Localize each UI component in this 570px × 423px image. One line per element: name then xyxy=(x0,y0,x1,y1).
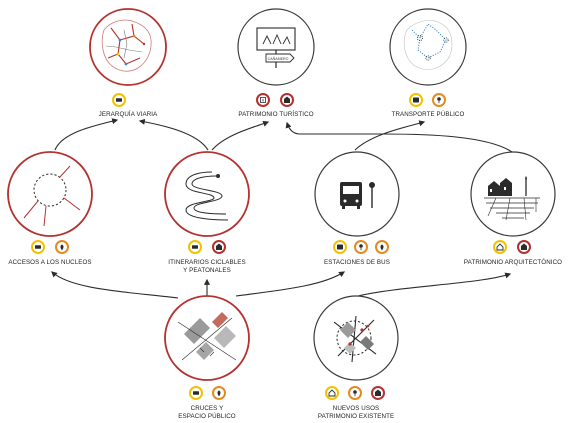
node-patrimonio-turistico: CAÑAMERO xyxy=(237,8,315,86)
label-patrimonio-arquitectonico: PATRIMONIO ARQUITECTÓNICO xyxy=(464,259,562,266)
transit-route-map-icon xyxy=(403,20,453,70)
badge-car-icon xyxy=(188,240,202,254)
badge-home-icon xyxy=(493,240,507,254)
label-itinerarios-line2: Y PEATONALES xyxy=(183,267,231,274)
badge-car-icon xyxy=(112,93,126,107)
heritage-buildings-icon xyxy=(484,176,540,221)
label-patrimonio-turistico: PATRIMONIO TURÍSTICO xyxy=(238,111,313,118)
badge-monument-icon xyxy=(371,386,385,400)
label-nuevos-usos-line1: NUEVOS USOS xyxy=(333,405,380,412)
node-itinerarios xyxy=(164,151,250,237)
label-accesos-nucleos: ACCESOS A LOS NUCLEOS xyxy=(8,259,91,266)
label-estaciones-bus: ESTACIONES DE BUS xyxy=(324,259,390,266)
node-patrimonio-arquitectonico xyxy=(470,151,556,237)
access-ring-icon xyxy=(23,165,81,227)
bus-stop-icon xyxy=(340,182,375,209)
badge-car-icon xyxy=(31,240,45,254)
edge-itinerarios-to-jerarquia xyxy=(138,118,209,151)
connector-edges xyxy=(51,118,513,299)
edge-patrimonio-arquitectonico-to-patrimonio-turistico xyxy=(285,121,513,153)
label-cruces-line2: ESPACIO PÚBLICO xyxy=(178,413,236,420)
edge-estaciones-to-transporte xyxy=(354,120,426,151)
node-ring xyxy=(164,295,250,381)
node-ring xyxy=(89,8,167,86)
badge-monument-icon xyxy=(212,240,226,254)
badge-monument-icon xyxy=(517,240,531,254)
crossroads-plan-icon xyxy=(177,312,237,361)
badge-car-icon xyxy=(189,386,203,400)
label-cruces-line1: CRUCES Y xyxy=(191,405,224,412)
edge-nuevos-usos-to-patrimonio-arquitectonico xyxy=(357,272,512,297)
label-itinerarios-line1: ITINERARIOS CICLABLES xyxy=(168,259,245,266)
node-estaciones-bus xyxy=(314,151,400,237)
tourist-billboard-icon: CAÑAMERO xyxy=(256,27,296,68)
badge-stop-icon xyxy=(348,386,362,400)
edge-cruces-to-accesos xyxy=(51,271,179,299)
node-transporte-publico xyxy=(389,8,467,86)
badge-stop-icon xyxy=(432,93,446,107)
badge-location-pin-icon xyxy=(212,386,226,400)
road-map-icon xyxy=(101,19,152,72)
label-transporte-publico: TRANSPORTE PÚBLICO xyxy=(392,111,465,118)
label-jerarquia-viaria: JERARQUÍA VIARIA xyxy=(99,111,158,118)
node-cruces xyxy=(164,295,250,381)
billboard-text: CAÑAMERO xyxy=(268,56,289,61)
edge-cruces-to-estaciones xyxy=(235,271,346,297)
badge-monument-icon xyxy=(280,93,294,107)
node-nuevos-usos xyxy=(313,295,399,381)
badge-info-icon xyxy=(256,93,270,107)
edge-itinerarios-to-patrimonio-turistico xyxy=(211,120,270,151)
badge-bus-icon xyxy=(333,240,347,254)
node-jerarquia-viaria xyxy=(89,8,167,86)
edge-accesos-to-jerarquia xyxy=(54,118,119,151)
badge-bus-icon xyxy=(409,93,423,107)
badge-location-pin-icon xyxy=(375,240,389,254)
badge-home-icon xyxy=(325,386,339,400)
node-ring xyxy=(470,151,556,237)
badge-location-pin-icon xyxy=(55,240,69,254)
label-nuevos-usos-line2: PATRIMONIO EXISTENTE xyxy=(318,413,394,420)
badge-stop-icon xyxy=(354,240,368,254)
node-accesos-nucleos xyxy=(7,151,93,237)
node-ring xyxy=(7,151,93,237)
winding-path-icon xyxy=(185,171,229,221)
new-uses-plan-icon xyxy=(333,315,377,363)
